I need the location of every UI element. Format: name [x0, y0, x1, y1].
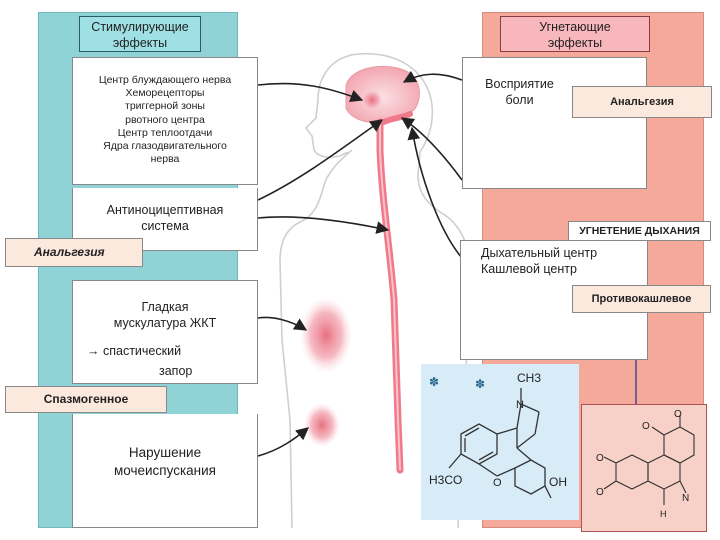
arrow-antinociceptive-to-cord [257, 216, 390, 234]
brain-shape [345, 65, 420, 123]
arrow-gi [257, 316, 308, 331]
urination-disorder-box: Нарушение мочеиспускания [72, 414, 258, 528]
alkaloid-o-1: O [674, 409, 682, 420]
morphine-structure-drawing: N CH3 O H3CO OH ✽ ✽ [429, 371, 567, 499]
analgesia-label-left: Анальгезия [5, 238, 143, 267]
analgesia-label-right: Анальгезия [572, 86, 712, 118]
alkaloid-h: H [660, 509, 667, 519]
pain-perception-box: Восприятие боли [462, 57, 647, 189]
antitussive-label: Противокашлевое [572, 285, 711, 313]
inhibiting-effects-header: Угнетающие эффекты [500, 16, 650, 52]
brainstem [381, 111, 413, 125]
alkaloid-o-3: O [596, 453, 604, 464]
morphine-structure: N CH3 O H3CO OH ✽ ✽ [421, 364, 579, 520]
morphine-o: O [493, 477, 502, 489]
arrow-pain-to-cord [400, 117, 463, 181]
arrow-urination [257, 427, 309, 457]
arrow-resp-to-brainstem [407, 126, 463, 259]
star-icon-1: ✽ [429, 375, 439, 389]
brain-center-glow [361, 89, 383, 111]
gi-tract-glow [300, 297, 352, 373]
morphine-h3co: H3CO [429, 473, 462, 487]
stimulated-centers-box: Центр блуждающего нерва Хеморецепторы тр… [72, 57, 258, 185]
gi-title: Гладкая мускулатура ЖКТ [113, 300, 217, 330]
morphine-oh: OH [549, 475, 567, 489]
gi-constipation: запор [159, 364, 193, 378]
stimulating-effects-header: Стимулирующие эффекты [79, 16, 201, 52]
arrow-antinociceptive-to-brain [257, 119, 384, 201]
alkaloid-o-4: O [596, 487, 604, 498]
spasmogenic-label: Спазмогенное [5, 386, 167, 413]
arrow-pain-to-brain [402, 70, 463, 83]
gi-smooth-muscle-box: Гладкая мускулатура ЖКТ → спастический з… [72, 280, 258, 384]
arrow-centers-to-brain [257, 82, 364, 102]
bladder-glow [304, 403, 340, 447]
alkaloid-n: N [682, 493, 689, 504]
respiratory-depression-label: УГНЕТЕНИЕ ДЫХАНИЯ [568, 221, 711, 241]
gi-spastic: → спастический [87, 344, 182, 358]
star-icon-2: ✽ [475, 377, 485, 391]
alkaloid-structure: O O O O N H [581, 404, 707, 532]
morphine-n: N [516, 399, 524, 411]
morphine-ch3: CH3 [517, 371, 541, 385]
alkaloid-o-2: O [642, 421, 650, 432]
alkaloid-structure-drawing: O O O O N H [596, 409, 695, 519]
